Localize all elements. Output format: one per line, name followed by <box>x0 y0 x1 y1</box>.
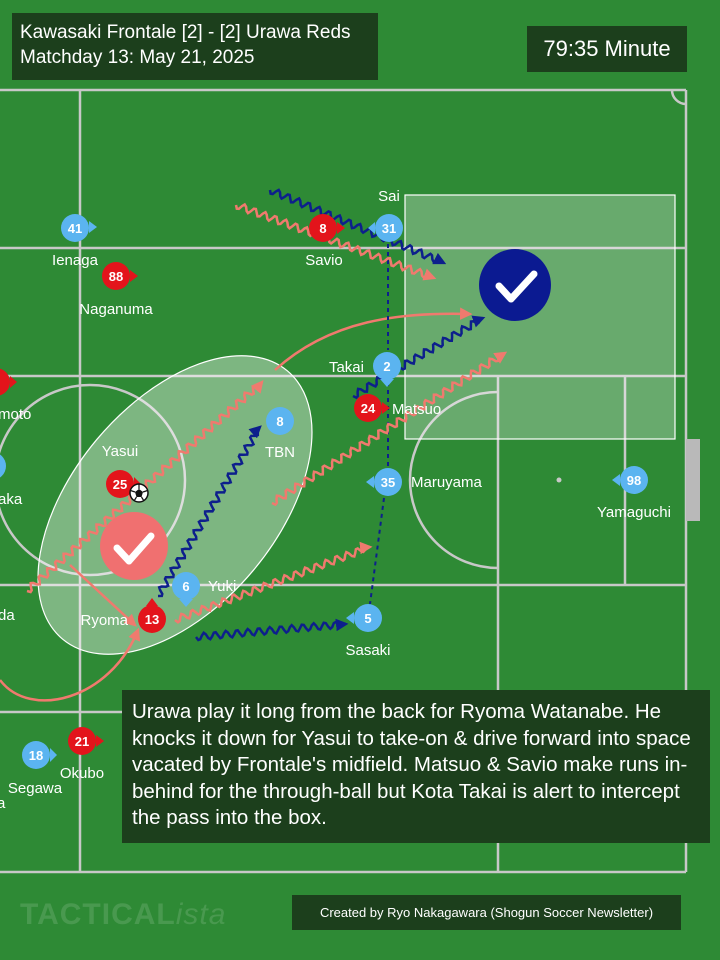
credit-banner: Created by Ryo Nakagawara (Shogun Soccer… <box>292 895 681 930</box>
player-name: moto <box>0 406 31 423</box>
frontale-player-41: 41 Ienaga <box>52 214 99 269</box>
player-name: Ienaga <box>52 252 99 269</box>
urawa-player-25: 25 Yasui <box>102 443 149 503</box>
run-arrow-savio <box>234 202 437 281</box>
player-number: 88 <box>109 269 123 284</box>
match-subtitle: Matchday 13: May 21, 2025 <box>20 47 255 68</box>
play-description: Urawa play it long from the back for Ryo… <box>122 690 710 843</box>
player-number: 6 <box>182 579 189 594</box>
player-number: 41 <box>68 221 82 236</box>
watermark-suffix: ista <box>175 898 227 931</box>
urawa-player-24: 24 Matsuo <box>354 394 441 422</box>
watermark-logo: TACTICALista <box>20 898 226 932</box>
match-clock: 79:35 Minute <box>527 26 687 72</box>
penalty-spot <box>556 477 562 483</box>
frontale-player-offscreen <box>0 454 6 478</box>
urawa-player-8: 8 Savio <box>305 214 345 269</box>
player-name: a <box>0 795 6 812</box>
player-name: Naganuma <box>79 301 153 318</box>
goal <box>686 439 700 521</box>
player-number: 25 <box>113 477 127 492</box>
player-name: TBN <box>265 444 295 461</box>
run-arrow-tbn <box>157 425 262 598</box>
player-marker-arrow <box>10 376 17 388</box>
player-number: 2 <box>383 359 390 374</box>
urawa-player-88: 88 Naganuma <box>79 262 153 318</box>
checkmark-icon <box>495 270 538 303</box>
player-number: 31 <box>382 221 396 236</box>
yasui-zone <box>37 355 313 655</box>
player-number: 8 <box>319 221 326 236</box>
frontale-player-8: 8 TBN <box>265 407 295 461</box>
player-name: Yasui <box>102 443 138 460</box>
urawa-player-21: 21 Okubo <box>60 727 104 782</box>
frontale-player-98: 98 Yamaguchi <box>597 466 671 521</box>
player-name: Savio <box>305 252 343 269</box>
player-name: Takai <box>329 359 364 376</box>
frontale-player-5: 5 Sasaki <box>345 604 391 659</box>
watermark-text: TACTICAL <box>20 898 176 931</box>
long-pass-arrows <box>0 307 473 702</box>
player-name: Segawa <box>8 780 63 797</box>
player-name: Sai <box>378 188 400 205</box>
player-name: Yuki <box>208 578 236 595</box>
player-number: 98 <box>627 473 641 488</box>
player-name: Sasaki <box>345 642 390 659</box>
target-zone <box>404 194 676 440</box>
urawa-player-offscreen <box>0 368 10 396</box>
player-name: Maruyama <box>411 474 483 491</box>
player-number: 18 <box>29 748 43 763</box>
run-arrow-ryoma <box>174 541 373 624</box>
player-number: 24 <box>361 401 376 416</box>
checkmark-icon <box>113 532 155 565</box>
frontale-player-31: 31 Sai <box>368 188 403 242</box>
soccer-ball-icon <box>129 483 149 503</box>
player-name: da <box>0 607 15 624</box>
player-number: 8 <box>276 414 283 429</box>
player-number: 13 <box>145 612 159 627</box>
run-arrows <box>26 188 508 642</box>
player-number: 35 <box>381 475 395 490</box>
player-name: Ryoma <box>80 612 128 629</box>
player-number: 21 <box>75 734 89 749</box>
urawa-player-13: 13 Ryoma <box>80 598 166 633</box>
player-number: 5 <box>364 611 371 626</box>
frontale-player-18: 18 Segawa <box>8 741 63 797</box>
match-info-panel: Kawasaki Frontale [2] - [2] Urawa Reds M… <box>12 13 378 80</box>
player-name: Yamaguchi <box>597 504 671 521</box>
success-marker-red <box>100 512 168 580</box>
run-arrow-matsuo <box>271 351 508 507</box>
frontale-player-6: 6 Yuki <box>172 572 236 607</box>
player-name: Matsuo <box>392 401 441 418</box>
frontale-player-2: 2 Takai <box>329 352 401 387</box>
frontale-player-35: 35 Maruyama <box>366 468 483 496</box>
player-name: aka <box>0 491 23 508</box>
run-arrow-sai <box>268 188 447 265</box>
player-name: Okubo <box>60 765 104 782</box>
match-title: Kawasaki Frontale [2] - [2] Urawa Reds <box>20 22 351 43</box>
run-arrow-takai <box>352 315 486 400</box>
success-marker-blue <box>479 249 551 321</box>
run-arrow-yuki <box>195 618 349 642</box>
